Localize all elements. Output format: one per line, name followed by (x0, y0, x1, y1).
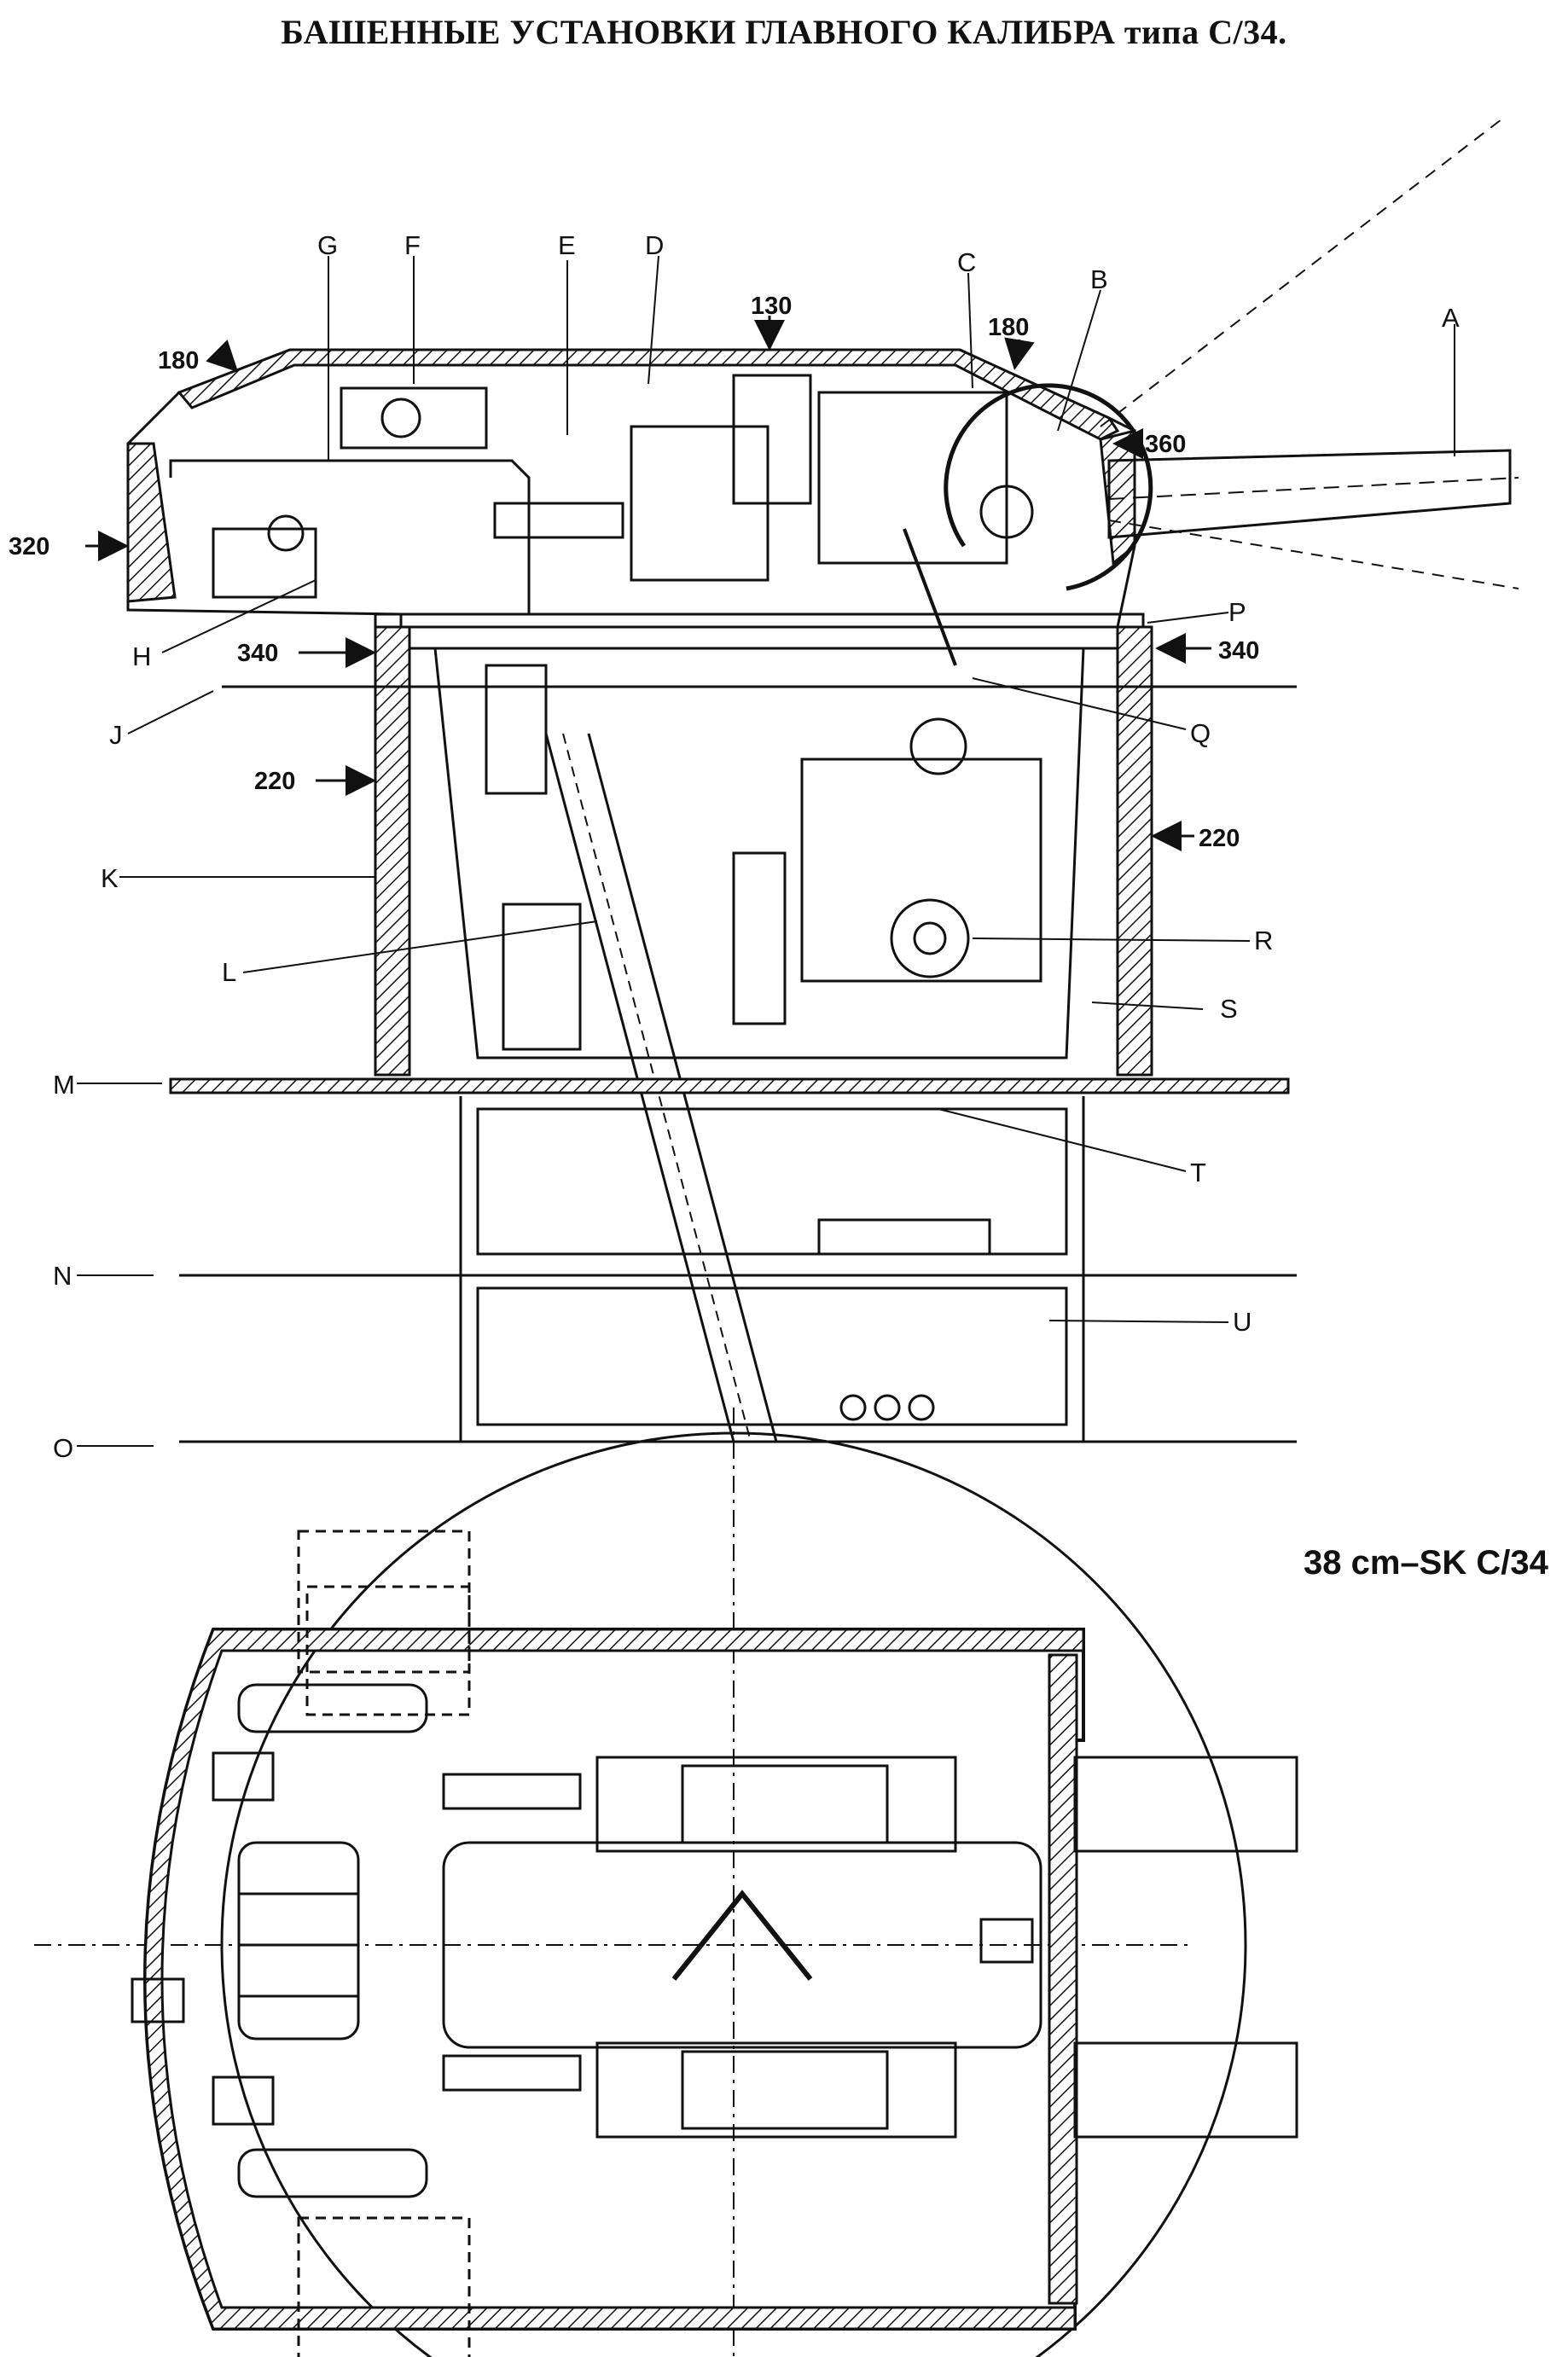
diagram-title: БАШЕННЫЕ УСТАНОВКИ ГЛАВНОГО КАЛИБРА типа… (281, 13, 1287, 51)
barbette-left-armor (374, 625, 411, 1077)
armor-180-slope: 180 (988, 314, 1029, 341)
label-s: S (1220, 994, 1238, 1024)
side-elevation (126, 119, 1519, 1443)
label-m: M (53, 1070, 75, 1100)
right-barrel-plan (1073, 2041, 1298, 2139)
gun-designation: 38 cm–SK C/34 (1304, 1544, 1548, 1582)
label-j: J (109, 720, 123, 750)
turret-face-armor (1099, 429, 1136, 566)
label-p: P (1228, 597, 1246, 627)
label-k: K (101, 863, 119, 893)
armor-360: 360 (1145, 431, 1186, 458)
label-u: U (1233, 1307, 1251, 1337)
label-n: N (53, 1261, 72, 1291)
turret-rear-armor (126, 442, 177, 603)
armor-180-rear: 180 (158, 347, 199, 374)
label-l: L (222, 957, 236, 987)
label-b: B (1090, 264, 1108, 294)
label-d: D (645, 230, 664, 260)
label-r: R (1254, 926, 1273, 955)
label-f: F (404, 230, 421, 260)
gun-barrel (1107, 449, 1512, 539)
label-a: A (1442, 303, 1460, 333)
label-o: O (53, 1433, 73, 1463)
armor-320: 320 (9, 533, 49, 560)
left-barrel-plan (1073, 1756, 1298, 1853)
barbette-right-armor (1116, 625, 1153, 1077)
turret-roof-armor (177, 348, 1120, 441)
label-c: C (957, 247, 976, 277)
turret-plan-armor (143, 1628, 1085, 2331)
armor-220-left: 220 (254, 768, 295, 795)
label-e: E (558, 230, 576, 260)
label-h: H (132, 641, 151, 671)
plan-view (34, 1408, 1298, 2357)
turret-plan-outline (143, 1628, 1085, 2331)
armor-130: 130 (751, 293, 792, 320)
label-q: Q (1190, 718, 1211, 748)
label-g: G (317, 230, 338, 260)
label-t: T (1190, 1158, 1206, 1187)
armor-220-right: 220 (1199, 825, 1240, 852)
armor-340-left: 340 (237, 640, 278, 667)
armor-340-right: 340 (1218, 637, 1259, 665)
